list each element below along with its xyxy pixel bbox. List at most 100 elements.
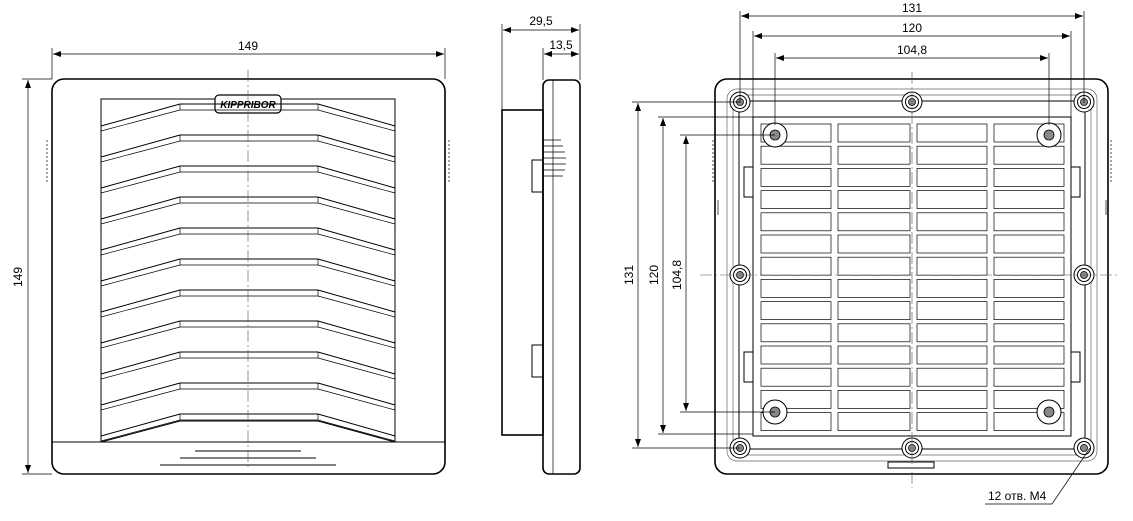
grid-cell bbox=[916, 168, 988, 187]
back-mid-width-label: 120 bbox=[902, 21, 922, 35]
grid-cell bbox=[837, 212, 911, 232]
grid-cell bbox=[916, 123, 988, 143]
back-outer-height-label: 131 bbox=[622, 265, 636, 285]
grid-cell bbox=[837, 145, 911, 165]
front-view: KIPPRIBOR 149 149 bbox=[11, 39, 450, 475]
grid-cell bbox=[837, 367, 911, 387]
louver-slat bbox=[100, 351, 396, 380]
grid-cell bbox=[837, 323, 911, 343]
front-frame bbox=[51, 78, 446, 475]
grid-cell bbox=[916, 212, 988, 232]
grid-cell bbox=[760, 145, 832, 165]
back-outer-width-label: 131 bbox=[902, 1, 922, 15]
grid-cell bbox=[837, 390, 911, 409]
back-grid bbox=[760, 123, 1065, 431]
grid-cell bbox=[993, 412, 1065, 431]
louver-slat bbox=[100, 227, 396, 256]
mounting-hole bbox=[1073, 437, 1095, 459]
back-side-grips bbox=[712, 140, 1112, 215]
grid-cell bbox=[916, 190, 988, 209]
grid-cell bbox=[916, 234, 988, 254]
holes-note: 12 отв. M4 bbox=[988, 489, 1047, 503]
back-inner-width-label: 104,8 bbox=[897, 43, 927, 57]
grid-cell bbox=[993, 256, 1065, 276]
grille-screw bbox=[1036, 122, 1062, 148]
louver-slat bbox=[100, 289, 396, 318]
grid-cell bbox=[916, 367, 988, 387]
grid-cell bbox=[916, 345, 988, 365]
side-body bbox=[501, 109, 544, 436]
grid-cell bbox=[760, 390, 832, 409]
grid-cell bbox=[916, 301, 988, 320]
grid-cell bbox=[916, 323, 988, 343]
front-width-label: 149 bbox=[238, 39, 258, 53]
side-depth-label: 29,5 bbox=[529, 14, 553, 28]
grid-cell bbox=[916, 412, 988, 431]
holes-leader-line bbox=[985, 447, 1091, 505]
grid-cell bbox=[760, 412, 832, 431]
louver-slat bbox=[100, 196, 396, 225]
grid-cell bbox=[993, 301, 1065, 320]
louver-slat bbox=[100, 134, 396, 163]
grid-cell bbox=[993, 212, 1065, 232]
grid-cell bbox=[837, 412, 911, 431]
back-clips bbox=[743, 166, 1081, 469]
back-mid-height-label: 120 bbox=[647, 265, 661, 285]
louver-bottom bbox=[100, 420, 396, 443]
grid-cell bbox=[916, 145, 988, 165]
grid-cell bbox=[760, 190, 832, 209]
back-inner-height-label: 104,8 bbox=[670, 260, 684, 290]
louver-slat bbox=[100, 382, 396, 411]
grille-screw bbox=[1036, 399, 1062, 425]
grid-cell bbox=[760, 168, 832, 187]
louver-slat bbox=[100, 165, 396, 194]
louver-slat bbox=[100, 413, 396, 442]
grid-cell bbox=[760, 123, 832, 143]
grid-cell bbox=[760, 323, 832, 343]
side-inner-depth-label: 13,5 bbox=[549, 38, 573, 52]
grid-cell bbox=[760, 345, 832, 365]
grid-cell bbox=[837, 190, 911, 209]
grid-cell bbox=[993, 123, 1065, 143]
side-upper-latch bbox=[531, 159, 544, 193]
grid-cell bbox=[993, 190, 1065, 209]
front-side-grips bbox=[46, 140, 450, 182]
grid-cell bbox=[993, 390, 1065, 409]
grid-cell bbox=[993, 345, 1065, 365]
back-view: 131 120 104,8 131 120 104,8 12 отв. M4 bbox=[622, 1, 1120, 505]
back-outer-frame bbox=[714, 78, 1109, 475]
grid-cell bbox=[837, 301, 911, 320]
grid-cell bbox=[993, 367, 1065, 387]
side-lower-latch bbox=[531, 344, 544, 378]
side-flange bbox=[542, 79, 581, 475]
grid-cell bbox=[993, 168, 1065, 187]
grid-cell bbox=[760, 279, 832, 298]
grid-cell bbox=[837, 123, 911, 143]
front-louvers bbox=[100, 103, 396, 443]
grid-cell bbox=[837, 256, 911, 276]
side-view: 29,5 13,5 bbox=[501, 14, 581, 475]
grid-cell bbox=[760, 367, 832, 387]
grid-cell bbox=[993, 145, 1065, 165]
brand-logo: KIPPRIBOR bbox=[220, 100, 276, 111]
grid-cell bbox=[760, 256, 832, 276]
grid-cell bbox=[993, 323, 1065, 343]
grid-cell bbox=[760, 212, 832, 232]
louver-slat bbox=[100, 258, 396, 287]
louver-slat bbox=[100, 103, 396, 132]
grid-cell bbox=[837, 279, 911, 298]
grid-cell bbox=[760, 301, 832, 320]
grid-cell bbox=[837, 168, 911, 187]
grid-cell bbox=[916, 390, 988, 409]
grid-cell bbox=[993, 279, 1065, 298]
grid-cell bbox=[760, 234, 832, 254]
grid-cell bbox=[993, 234, 1065, 254]
grid-cell bbox=[916, 279, 988, 298]
grid-cell bbox=[837, 345, 911, 365]
louver-slat bbox=[100, 320, 396, 349]
grid-cell bbox=[916, 256, 988, 276]
grid-cell bbox=[837, 234, 911, 254]
side-vent-ribs bbox=[543, 139, 566, 177]
front-height-label: 149 bbox=[11, 267, 25, 287]
